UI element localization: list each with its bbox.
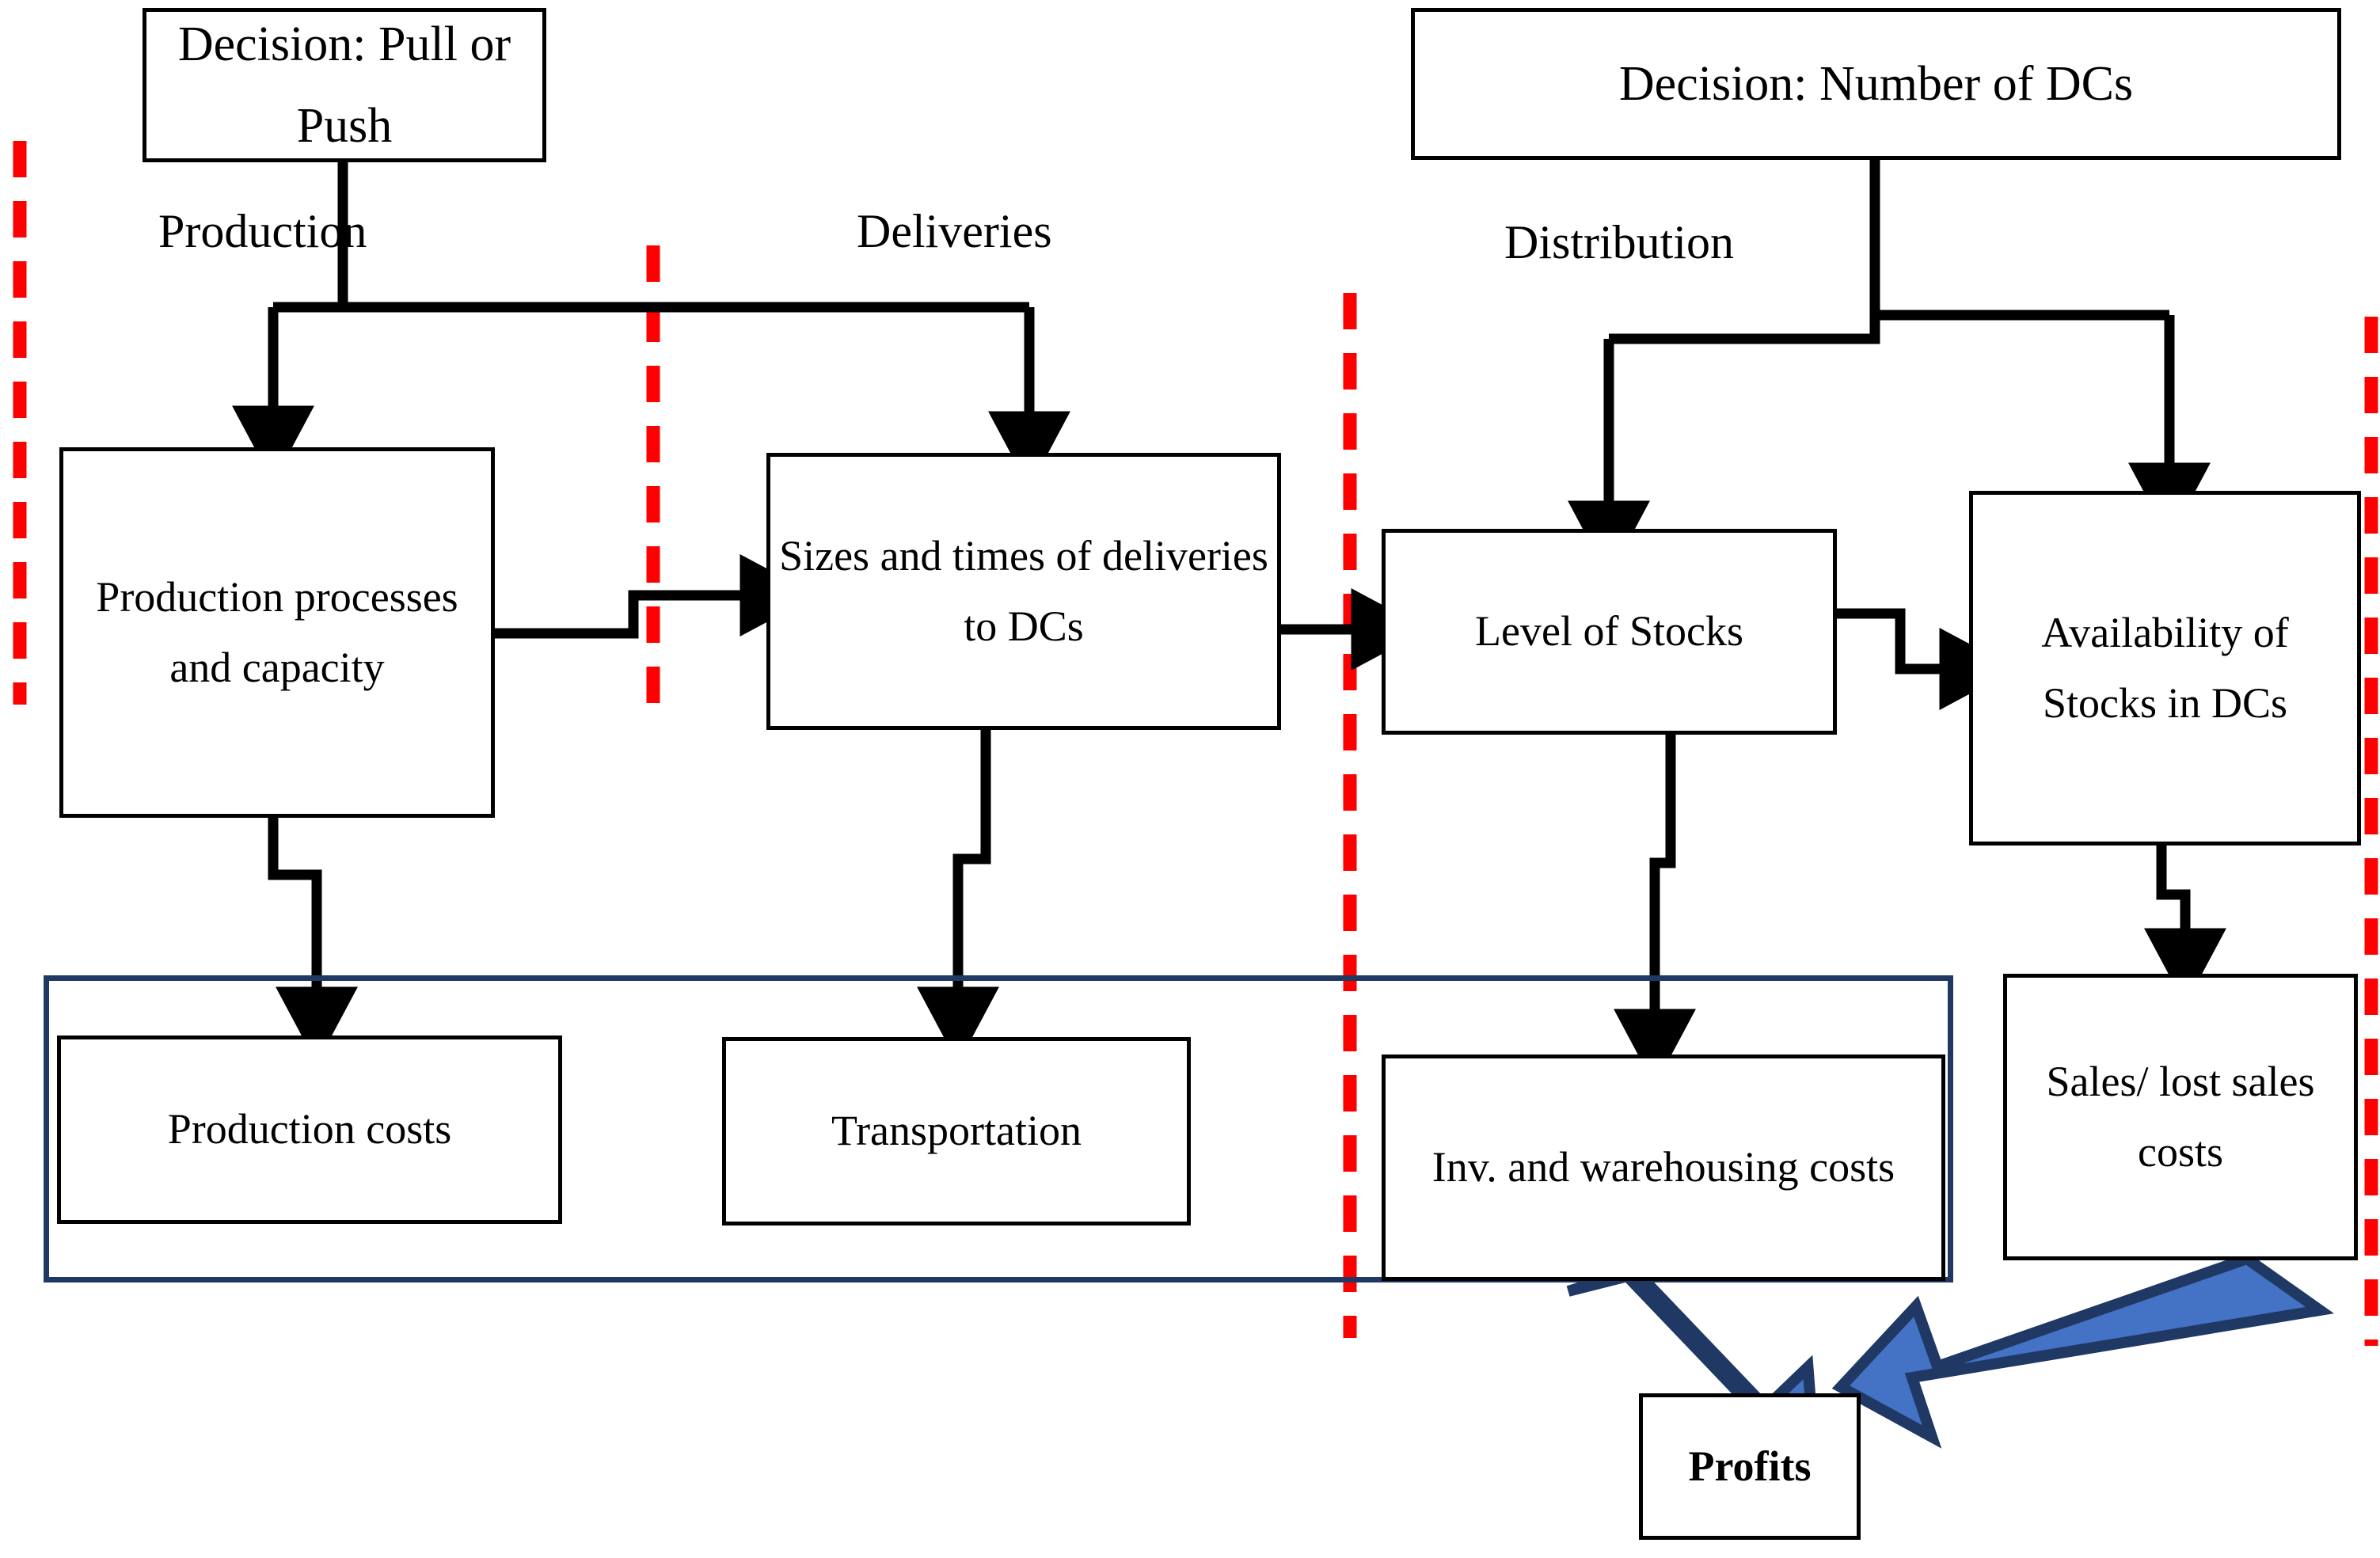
level-of-stocks-box[interactable]: Level of Stocks [1382,529,1837,735]
wire-availability-to-salescosts [2144,846,2226,1005]
wire-sizes-to-transportation [917,730,999,1064]
wire-production-to-sizes [495,554,817,639]
sizes-times-deliveries-label: Sizes and times of deliveries to DCs [779,531,1268,650]
zone-label-production: Production [158,205,367,257]
wire-levelstocks-to-availability [1835,608,2017,710]
profits-box[interactable]: Profits [1639,1393,1861,1540]
production-costs-label: Production costs [167,1105,452,1153]
section-divider-red-lines [13,141,2378,1346]
availability-of-stocks-box[interactable]: Availability of Stocks in DCs [1969,491,2361,846]
transportation-box[interactable]: Transportation [722,1037,1191,1226]
transportation-label: Transportation [831,1107,1082,1155]
decision-number-dcs-label: Decision: Number of DCs [1618,56,2134,111]
decision-pull-push-label: Decision: Pull or Push [177,17,511,153]
production-processes-label: Production processes and capacity [96,572,458,691]
profits-label: Profits [1688,1442,1812,1490]
wire-dcs-step-left [1609,315,1880,344]
zone-label-deliveries: Deliveries [857,205,1052,257]
sizes-times-deliveries-box[interactable]: Sizes and times of deliveries to DCs [766,453,1281,730]
sales-lost-sales-costs-label: Sales/ lost sales costs [2046,1057,2315,1176]
black-connector-lines [232,160,2226,1086]
production-costs-box[interactable]: Production costs [57,1036,562,1224]
arrow-sales-to-profits-icon [1831,1252,2334,1449]
wire-production-to-prodcosts [268,817,358,1064]
production-processes-box[interactable]: Production processes and capacity [59,447,495,818]
level-of-stocks-label: Level of Stocks [1475,607,1743,656]
decision-number-dcs-box[interactable]: Decision: Number of DCs [1411,8,2341,160]
inv-warehousing-costs-label: Inv. and warehousing costs [1431,1143,1895,1191]
zone-label-distribution: Distribution [1504,216,1735,268]
availability-of-stocks-label: Availability of Stocks in DCs [2041,608,2289,727]
wire-levelstocks-to-invcosts [1614,735,1696,1086]
inv-warehousing-costs-box[interactable]: Inv. and warehousing costs [1382,1054,1945,1281]
sales-lost-sales-costs-box[interactable]: Sales/ lost sales costs [2003,974,2358,1260]
decision-pull-push-box[interactable]: Decision: Pull or Push [143,8,546,162]
